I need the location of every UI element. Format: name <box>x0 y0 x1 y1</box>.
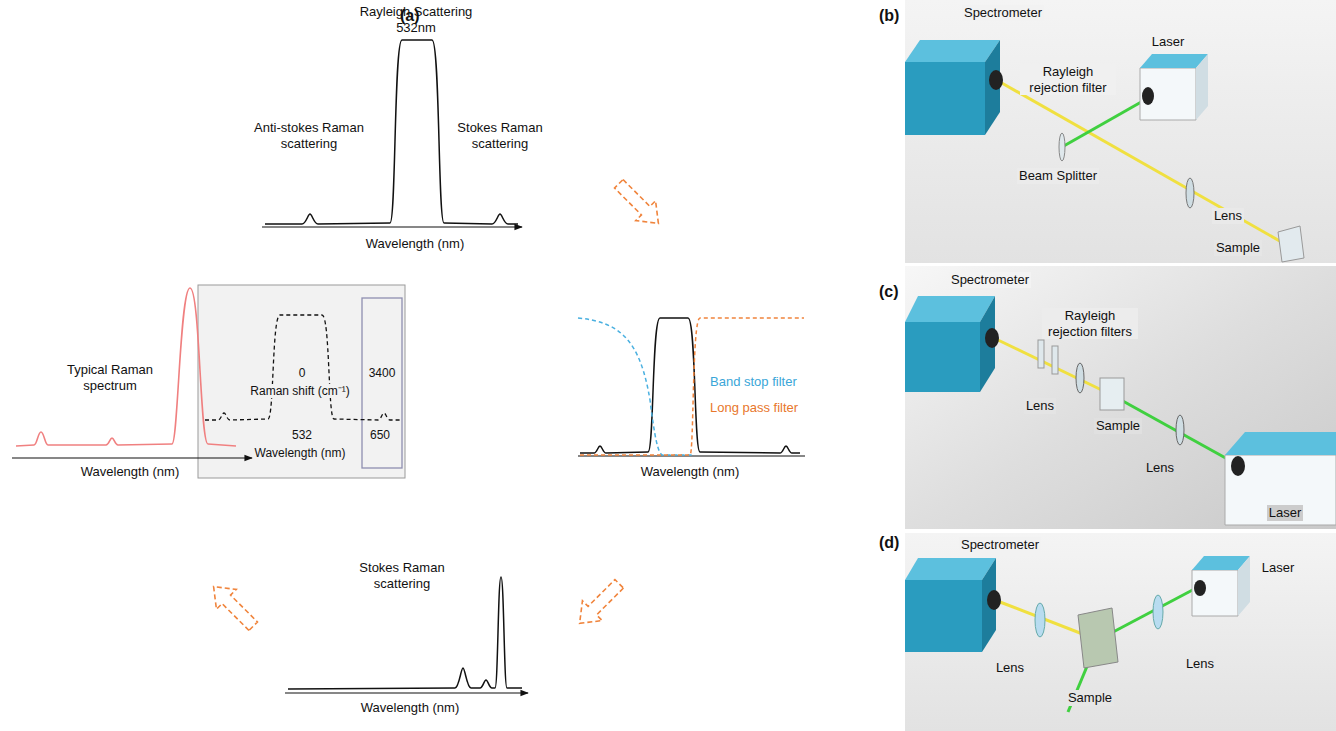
setup-backscatter <box>905 0 1336 263</box>
text-label: 650 <box>368 428 392 442</box>
text-label: Sample <box>1066 690 1114 706</box>
text-label: Stokes Raman scattering <box>442 120 558 151</box>
flow-arrow-part <box>609 174 668 233</box>
filter-spectrum <box>578 318 805 456</box>
setup-transmission-part <box>1176 415 1184 445</box>
setup-backscatter-part <box>1278 226 1304 262</box>
setup-right-angle-part <box>1153 595 1163 629</box>
setup-transmission-part <box>905 266 1336 529</box>
setup-transmission-part <box>1100 378 1124 410</box>
setup-right-angle-part <box>905 533 1336 731</box>
text-label: 0 <box>297 366 308 380</box>
panel-letter: (d) <box>877 533 901 552</box>
typical-raman-spectrum <box>12 288 252 458</box>
text-label: Stokes Raman scattering <box>344 560 460 591</box>
raman-shift-box <box>198 285 405 478</box>
setup-transmission-part <box>1225 455 1336 525</box>
setup-transmission-part <box>985 328 999 348</box>
setup-right-angle-part <box>905 558 996 580</box>
text-label: Wavelength (nm) <box>364 236 467 252</box>
raman-shift-box-part <box>198 285 405 478</box>
setup-backscatter-part <box>1186 178 1194 208</box>
setup-backscatter-part <box>905 0 1336 263</box>
raman-shift-box-part <box>205 315 400 420</box>
setup-transmission-part <box>1231 456 1245 476</box>
setup-transmission-part <box>998 340 1112 395</box>
text-label: Spectrometer <box>959 537 1041 553</box>
text-label: Raman shift (cm⁻¹) <box>248 384 351 398</box>
setup-right-angle-part <box>987 590 1001 610</box>
text-label: Long pass filter <box>708 400 800 416</box>
filter-spectrum-part <box>580 318 800 453</box>
text-label: Rayleigh rejection filters <box>1042 308 1138 339</box>
text-label: Typical Raman spectrum <box>58 362 162 393</box>
filter-spectrum-part <box>578 318 692 455</box>
text-label: 3400 <box>367 366 398 380</box>
setup-backscatter-part <box>1140 68 1196 120</box>
text-label: Sample <box>1094 418 1142 434</box>
raman-shift-box-part <box>362 298 402 468</box>
setup-right-angle-part <box>1035 603 1045 637</box>
typical-raman-spectrum-part <box>12 457 252 458</box>
setup-transmission-part <box>905 322 980 392</box>
setup-backscatter-part <box>989 70 1003 90</box>
text-label: Anti-stokes Raman scattering <box>251 120 367 151</box>
text-label: Spectrometer <box>949 272 1031 288</box>
setup-backscatter-part <box>1142 87 1154 105</box>
setup-right-angle-part <box>905 580 982 652</box>
text-label: Wavelength (nm) <box>79 464 182 480</box>
panel-letter: (c) <box>877 282 901 301</box>
text-label: Band stop filter <box>708 374 799 390</box>
setup-transmission-part <box>905 296 995 322</box>
text-label: 532 <box>290 428 314 442</box>
flow-arrow-part <box>570 574 629 633</box>
rayleigh-spectrum-part <box>262 226 522 227</box>
text-label: Lens <box>1184 656 1216 672</box>
text-label: Beam Splitter <box>1017 168 1099 184</box>
stokes-spectrum <box>285 577 528 693</box>
setup-right-angle-part <box>1194 580 1206 596</box>
text-label: Lens <box>994 660 1026 676</box>
setup-right-angle-part <box>1078 608 1118 668</box>
stokes-spectrum-part <box>285 692 528 693</box>
setup-right-angle-part <box>1238 556 1250 616</box>
text-label: Spectrometer <box>962 5 1044 21</box>
setup-transmission-part <box>1076 363 1084 393</box>
text-label: Laser <box>1260 560 1297 576</box>
setup-transmission-part <box>1052 346 1058 374</box>
text-label: Sample <box>1214 240 1262 256</box>
flow-arrow-part <box>204 577 263 636</box>
setup-transmission-part <box>1038 340 1044 368</box>
setup-backscatter-part <box>1059 133 1065 161</box>
setup-backscatter-part <box>905 62 985 135</box>
text-label: Rayleigh Scattering 532nm <box>351 4 481 35</box>
text-label: Laser <box>1267 505 1304 521</box>
typical-raman-spectrum-part <box>16 288 236 446</box>
setup-backscatter-part <box>905 40 1000 62</box>
setup-backscatter-part <box>1062 97 1150 147</box>
setup-right-angle-part <box>1192 570 1238 616</box>
panel-letter: (b) <box>877 6 901 25</box>
stokes-spectrum-part <box>288 577 522 689</box>
filter-spectrum-part <box>580 318 804 455</box>
text-label: Wavelength (nm) <box>639 464 742 480</box>
text-label: Laser <box>1150 34 1187 50</box>
flow-arrow <box>204 174 669 636</box>
setup-transmission <box>905 266 1336 529</box>
text-label: Lens <box>1144 460 1176 476</box>
text-label: Wavelength (nm) <box>253 446 348 460</box>
text-label: Wavelength (nm) <box>359 700 462 716</box>
text-label: Lens <box>1212 208 1244 224</box>
text-label: Rayleigh rejection filter <box>1020 64 1116 95</box>
setup-transmission-part <box>1225 432 1336 455</box>
setup-right-angle <box>905 533 1336 731</box>
setup-backscatter-part <box>1196 54 1208 120</box>
text-label: Lens <box>1024 398 1056 414</box>
